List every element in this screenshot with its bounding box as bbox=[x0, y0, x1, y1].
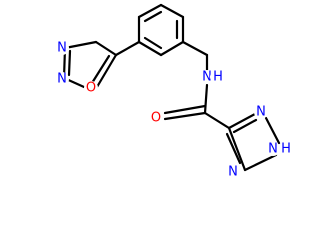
triazole-nitrogen-label: N bbox=[256, 105, 266, 120]
bond bbox=[225, 132, 242, 165]
bond bbox=[163, 111, 207, 121]
amide-hydrogen-label: H bbox=[213, 70, 223, 85]
molecule-structure: O N N N H O N N H N bbox=[55, 3, 293, 180]
bond bbox=[203, 111, 231, 130]
oxygen-atom-label: O bbox=[86, 81, 96, 96]
bonds bbox=[62, 3, 281, 172]
bond bbox=[143, 36, 163, 50]
nitrogen-atom-label: N bbox=[57, 72, 67, 87]
amide-nitrogen-label: N bbox=[202, 70, 212, 85]
bond bbox=[94, 40, 118, 57]
bond bbox=[163, 104, 207, 115]
bond bbox=[67, 49, 72, 77]
bond bbox=[137, 40, 163, 57]
triazole-hydrogen-label: H bbox=[281, 142, 291, 157]
atoms: O N N N H O N N H N bbox=[55, 41, 293, 180]
carbonyl-oxygen-label: O bbox=[151, 111, 161, 126]
bond bbox=[159, 3, 185, 19]
bond bbox=[227, 126, 247, 172]
bond bbox=[243, 153, 278, 172]
bond bbox=[181, 40, 209, 57]
bond bbox=[63, 40, 98, 50]
bond bbox=[90, 54, 111, 85]
bond bbox=[114, 40, 141, 57]
bond bbox=[227, 112, 257, 130]
nitrogen-atom-label: N bbox=[57, 41, 67, 56]
bond bbox=[143, 10, 163, 23]
bond bbox=[264, 116, 281, 145]
bond bbox=[159, 40, 185, 57]
triazole-nh-nitrogen-label: N bbox=[268, 142, 278, 157]
bond bbox=[95, 53, 118, 89]
triazole-nitrogen-label: N bbox=[228, 165, 238, 180]
bond bbox=[232, 118, 258, 134]
bond bbox=[137, 3, 163, 19]
bond bbox=[203, 83, 209, 115]
